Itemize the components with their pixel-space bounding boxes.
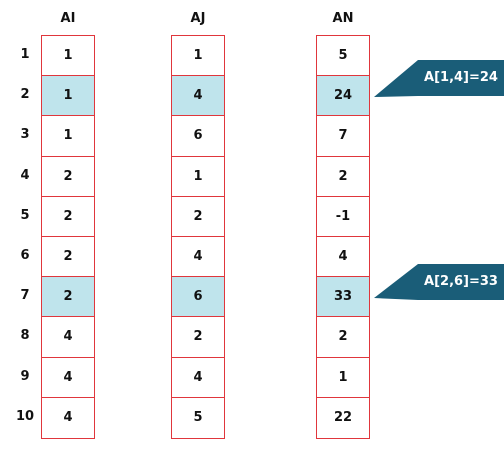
cell-aj: 4	[172, 358, 224, 398]
column-header-ai: AI	[60, 11, 76, 26]
cell-ai: 4	[42, 358, 94, 398]
row-number: 2	[20, 87, 30, 103]
cell-aj: 4	[172, 237, 224, 278]
cell-aj: 1	[172, 36, 224, 77]
row-number: 3	[20, 127, 30, 143]
callout-shape	[374, 60, 504, 97]
cell-ai: 2	[42, 157, 94, 197]
cell-ai: 1	[42, 116, 94, 157]
row-number: 7	[20, 288, 30, 304]
column-header-an: AN	[332, 11, 354, 26]
cell-an: 33	[317, 277, 369, 318]
cell-an: 24	[317, 76, 369, 117]
cell-aj: 4	[172, 76, 224, 117]
cell-an: 1	[317, 358, 369, 398]
row-number: 5	[20, 207, 30, 223]
column-header-aj: AJ	[190, 11, 206, 26]
cell-aj: 1	[172, 157, 224, 197]
callout-a-1-4	[374, 60, 504, 97]
callout-label-a-1-4: A[1,4]=24	[424, 70, 498, 85]
row-number: 9	[20, 368, 30, 384]
cell-aj: 6	[172, 116, 224, 157]
cell-an: 2	[317, 157, 369, 197]
cell-ai: 4	[42, 317, 94, 358]
cell-ai: 2	[42, 197, 94, 237]
cell-ai: 2	[42, 277, 94, 318]
cell-an: 4	[317, 237, 369, 278]
row-number: 6	[20, 248, 30, 263]
cell-an: 22	[333, 410, 353, 426]
callout-label-a-2-6: A[2,6]=33	[424, 274, 498, 289]
cell-an: -1	[317, 197, 369, 237]
cell-aj: 6	[172, 277, 224, 318]
row-number: 4	[20, 167, 30, 183]
cell-ai: 1	[42, 36, 94, 77]
cell-an: 5	[317, 36, 369, 77]
cell-an: 7	[317, 116, 369, 157]
cell-aj: 2	[172, 317, 224, 358]
cell-aj: 5	[193, 410, 203, 426]
cell-aj: 2	[172, 197, 224, 237]
row-number: 1	[20, 47, 30, 62]
cell-ai: 1	[42, 76, 94, 117]
cell-ai: 2	[42, 237, 94, 278]
callout-shape	[374, 264, 504, 300]
cell-an: 2	[317, 317, 369, 358]
row-number: 8	[20, 328, 30, 344]
callout-a-2-6	[374, 264, 504, 300]
row-number: 10	[15, 408, 35, 424]
cell-ai: 4	[63, 410, 73, 426]
